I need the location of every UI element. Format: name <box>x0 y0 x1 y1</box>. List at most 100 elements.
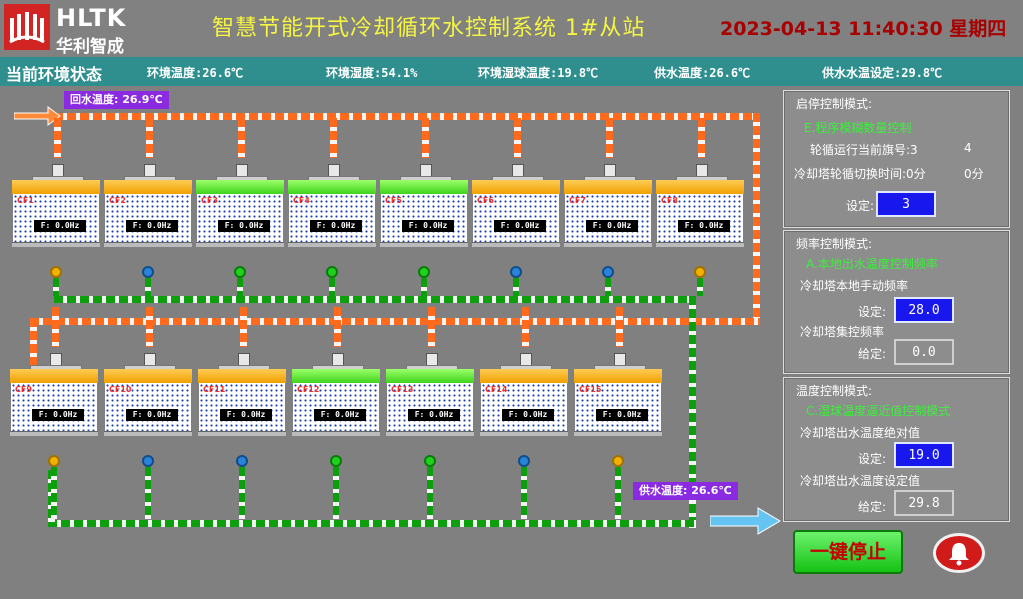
switch-time-value: 0分 <box>964 167 984 181</box>
startstop-set-input[interactable]: 3 <box>876 191 936 217</box>
tower-inlet-pipe <box>54 118 61 158</box>
ambient-humidity: 环境湿度:54.1% <box>326 66 418 80</box>
tower-frequency: F: 0.0Hz <box>408 409 460 421</box>
tower-status-cap <box>12 180 100 194</box>
tower-base <box>386 431 474 436</box>
cooling-tower[interactable]: CF7 F: 0.0Hz <box>564 118 652 296</box>
central-freq-value: 0.0 <box>894 339 954 365</box>
pump-valve-icon <box>326 266 338 278</box>
ambient-temp: 环境温度:26.6℃ <box>147 66 244 80</box>
pump-valve-icon <box>234 266 246 278</box>
tower-inlet-pipe <box>330 118 337 158</box>
tower-frequency: F: 0.0Hz <box>596 409 648 421</box>
return-pipe-mid <box>30 318 760 325</box>
tower-base <box>380 242 468 247</box>
tower-outlet-pipe <box>329 278 335 296</box>
logo-mark-icon <box>4 4 50 50</box>
tower-fill <box>11 383 97 431</box>
tower-name: CF12 <box>297 385 320 394</box>
tower-frequency: F: 0.0Hz <box>126 220 178 232</box>
pump-valve-icon <box>142 455 154 467</box>
tower-fill <box>565 194 651 242</box>
freq-give-label: 给定: <box>858 347 887 361</box>
tower-base <box>12 242 100 247</box>
tower-fill <box>105 194 191 242</box>
return-pipe-right <box>753 113 760 323</box>
pump-valve-icon <box>518 455 530 467</box>
tower-status-cap <box>386 369 474 383</box>
tower-name: CF1 <box>17 196 34 205</box>
temperature-control-panel: 温度控制模式: C.湿球温度逼近值控制模式 冷却塔出水温度绝对值 设定: 19.… <box>783 377 1010 522</box>
wet-bulb-temp: 环境湿球温度:19.8℃ <box>478 66 599 80</box>
temperature-mode[interactable]: C.湿球温度逼近值控制模式 <box>806 404 951 418</box>
tower-base <box>10 431 98 436</box>
tower-fill <box>293 383 379 431</box>
tower-inlet-pipe <box>146 118 153 158</box>
tower-base <box>480 431 568 436</box>
tower-name: CF15 <box>579 385 602 394</box>
tower-status-cap <box>564 180 652 194</box>
alarm-bell-button[interactable] <box>933 533 985 573</box>
tower-inlet-pipe <box>240 307 247 347</box>
tower-base <box>292 431 380 436</box>
tower-outlet-pipe <box>427 467 433 519</box>
tower-base <box>564 242 652 247</box>
tower-fill <box>575 383 661 431</box>
emergency-stop-button[interactable]: 一键停止 <box>793 530 903 574</box>
tower-frequency: F: 0.0Hz <box>220 409 272 421</box>
temp-setpoint-label: 冷却塔出水温度设定值 <box>800 474 921 488</box>
freq-set-label: 设定: <box>858 305 887 319</box>
tower-fill <box>289 194 375 242</box>
tower-inlet-pipe <box>698 118 705 158</box>
tower-base <box>104 242 192 247</box>
switch-time-label: 冷却塔轮循切换时间:0分 <box>794 167 926 181</box>
tower-inlet-pipe <box>514 118 521 158</box>
manual-freq-input[interactable]: 28.0 <box>894 297 954 323</box>
logo-text-en: HLTK <box>56 4 127 32</box>
page-title: 智慧节能开式冷却循环水控制系统 1#从站 <box>212 16 646 41</box>
tower-outlet-pipe <box>145 278 151 296</box>
startstop-mode[interactable]: E.程序模糊数量控制 <box>804 121 912 135</box>
tower-name: CF8 <box>661 196 678 205</box>
abs-temp-input[interactable]: 19.0 <box>894 442 954 468</box>
cooling-tower[interactable]: CF15 F: 0.0Hz <box>574 307 662 519</box>
tower-outlet-pipe <box>421 278 427 296</box>
datetime-display: 2023-04-13 11:40:30 星期四 <box>720 18 1007 40</box>
startstop-control-panel: 启停控制模式: E.程序模糊数量控制 轮循运行当前旗号:3 4 冷却塔轮循切换时… <box>783 90 1010 228</box>
logo-text-cn: 华利智成 <box>56 37 124 57</box>
tower-name: CF4 <box>293 196 310 205</box>
tower-base <box>198 431 286 436</box>
tower-outlet-pipe <box>239 467 245 519</box>
header-bar: HLTK 华利智成 智慧节能开式冷却循环水控制系统 1#从站 2023-04-1… <box>0 0 1023 57</box>
tower-outlet-pipe <box>51 467 57 519</box>
tower-fill <box>481 383 567 431</box>
tower-name: CF7 <box>569 196 586 205</box>
tower-fill <box>381 194 467 242</box>
tower-base <box>288 242 376 247</box>
pump-valve-icon <box>50 266 62 278</box>
pump-valve-icon <box>612 455 624 467</box>
tower-outlet-pipe <box>521 467 527 519</box>
tower-frequency: F: 0.0Hz <box>32 409 84 421</box>
temp-give-label: 给定: <box>858 500 887 514</box>
frequency-mode[interactable]: A.本地出水温度控制频率 <box>806 257 938 271</box>
return-pipe-top <box>54 113 760 120</box>
supply-pipe-right <box>689 296 696 528</box>
tower-outlet-pipe <box>615 467 621 519</box>
tower-status-cap <box>196 180 284 194</box>
tower-frequency: F: 0.0Hz <box>586 220 638 232</box>
central-freq-label: 冷却塔集控频率 <box>800 325 885 339</box>
